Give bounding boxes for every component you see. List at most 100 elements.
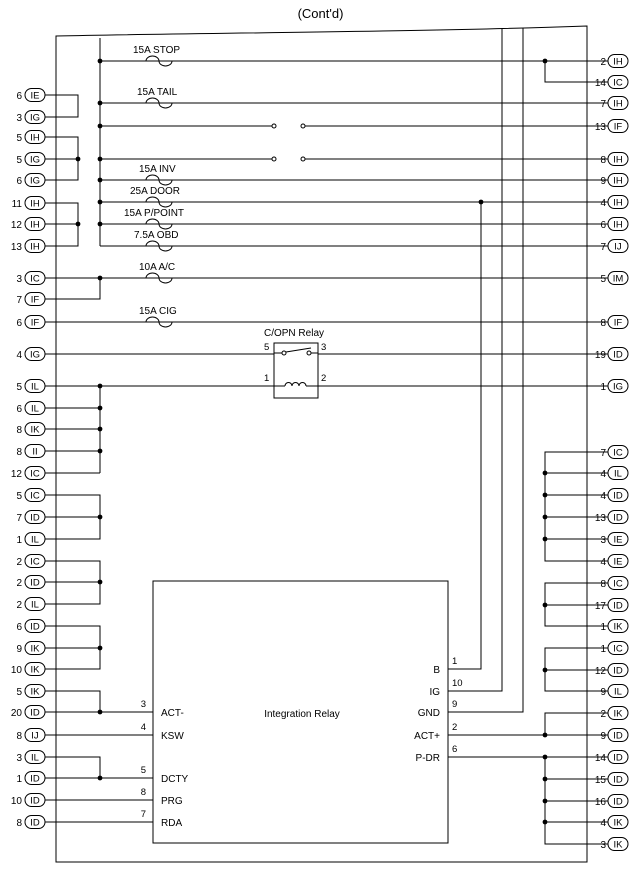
junction-block-outline <box>55 25 588 863</box>
connector-pin-number: 11 <box>12 199 23 210</box>
switch-contact <box>271 156 277 162</box>
connector-code: IC <box>30 557 40 568</box>
junction-dot <box>97 123 103 129</box>
connector-code: IK <box>614 840 624 851</box>
connector-pin-number: 7 <box>600 99 606 110</box>
connector-oval <box>24 575 46 589</box>
connector-pin-number: 8 <box>600 318 606 329</box>
connector-code: ID <box>613 731 623 742</box>
connector-oval <box>24 532 46 546</box>
junction-dot <box>97 709 103 715</box>
relay-right-terminal: ACT+ <box>414 731 440 742</box>
connector-code: IC <box>30 491 40 502</box>
connector-oval <box>24 750 46 764</box>
connector-code: IJ <box>31 731 39 742</box>
connector-oval <box>607 532 629 546</box>
connector-pin-number: 14 <box>595 753 607 764</box>
connector-oval <box>24 488 46 502</box>
relay-left-terminal: KSW <box>161 731 184 742</box>
connector-pin-number: 1 <box>600 382 606 393</box>
fuse-label: 15A CIG <box>139 306 177 317</box>
fuse-symbol <box>145 97 173 109</box>
connector-pin-number: 1 <box>600 644 606 655</box>
connector-code: IE <box>614 535 623 546</box>
relay-left-terminal: PRG <box>161 796 183 807</box>
connector-oval <box>24 444 46 458</box>
connector-pin-number: 14 <box>595 78 607 89</box>
connector-pin-number: 5 <box>16 133 22 144</box>
connector-pin-number: 1 <box>600 622 606 633</box>
relay-left-pin: 7 <box>141 809 146 820</box>
connector-oval <box>24 641 46 655</box>
junction-dot <box>542 776 548 782</box>
connector-code: IK <box>31 425 41 436</box>
connector-code: ID <box>613 666 623 677</box>
connector-code: IH <box>30 220 40 231</box>
connector-pin-number: 5 <box>16 155 22 166</box>
relay-left-pin: 8 <box>141 787 146 798</box>
fuse-label: 15A TAIL <box>137 87 178 98</box>
relay-left-pin: 4 <box>141 722 146 733</box>
connector-oval <box>607 239 629 253</box>
connector-oval <box>607 598 629 612</box>
junction-dot <box>542 602 548 608</box>
connector-oval <box>607 554 629 568</box>
connector-oval <box>607 576 629 590</box>
connector-code: IK <box>614 818 624 829</box>
junction-dot <box>97 775 103 781</box>
wire <box>56 94 79 118</box>
connector-pin-number: 8 <box>600 155 606 166</box>
junction-dot <box>97 514 103 520</box>
connector-oval <box>607 54 629 68</box>
connector-code: IK <box>614 709 624 720</box>
connector-pin-number: 4 <box>600 198 606 209</box>
connector-code: IH <box>613 57 623 68</box>
relay-right-pin: 10 <box>452 678 463 689</box>
wire <box>544 757 587 845</box>
connector-code: IL <box>614 687 622 698</box>
junction-dot <box>97 579 103 585</box>
copn-relay-pin-3: 3 <box>321 342 326 353</box>
connector-pin-number: 4 <box>600 491 606 502</box>
connector-oval <box>607 445 629 459</box>
connector-pin-number: 19 <box>595 350 607 361</box>
junction-dot <box>542 536 548 542</box>
connector-pin-number: 3 <box>600 840 606 851</box>
connector-code: ID <box>30 708 40 719</box>
terminal-layer: 3ACT-4KSW5DCTY8PRG7RDA1B10IG9GND2ACT+6P-… <box>141 656 463 829</box>
junction-dot <box>75 156 81 162</box>
junction-dot <box>542 819 548 825</box>
relay-right-pin: 9 <box>452 699 457 710</box>
connector-code: IF <box>614 122 623 133</box>
relay-right-terminal: B <box>433 665 440 676</box>
junction-dot <box>97 177 103 183</box>
junction-dot <box>97 221 103 227</box>
connector-oval <box>24 619 46 633</box>
connector-oval <box>24 793 46 807</box>
